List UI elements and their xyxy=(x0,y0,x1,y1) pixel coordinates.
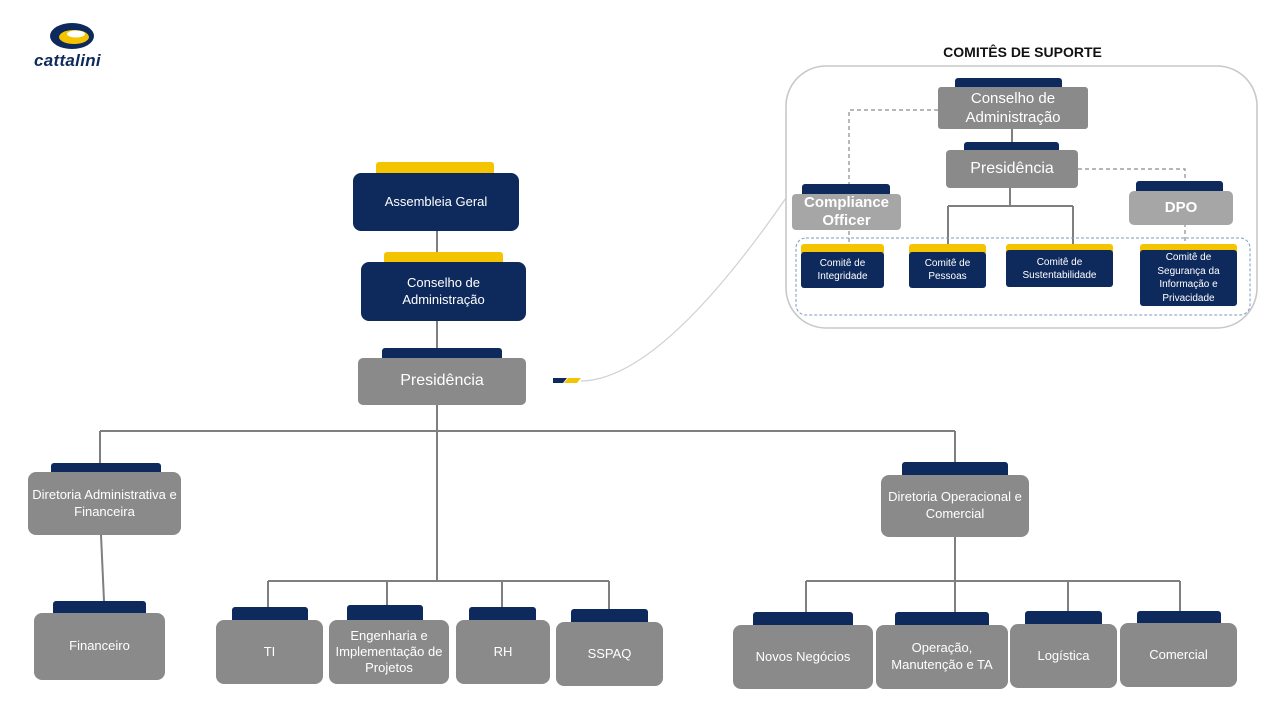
presidencia-box: Presidência xyxy=(358,358,526,405)
conselho-box: Conselho de Administração xyxy=(361,262,526,321)
sc-compliance-box: Compliance Officer xyxy=(792,194,901,230)
tab-marker xyxy=(347,605,423,621)
tab-marker xyxy=(469,607,536,621)
tab-marker xyxy=(382,348,502,359)
sc-committee-integridade: Comitê de Integridade xyxy=(801,252,884,288)
tab-marker xyxy=(1136,181,1223,191)
tab-marker xyxy=(51,463,161,473)
tab-marker xyxy=(1025,611,1102,625)
support-committees-title: COMITÊS DE SUPORTE xyxy=(943,44,1102,60)
tab-marker xyxy=(964,142,1059,151)
tab-marker xyxy=(1006,244,1113,253)
sc-committee-pessoas: Comitê de Pessoas xyxy=(909,252,986,288)
sspaq-box: SSPAQ xyxy=(556,622,663,686)
tab-marker xyxy=(384,252,503,263)
operacao-box: Operação, Manutenção e TA xyxy=(876,625,1008,689)
tab-marker xyxy=(895,612,989,626)
tab-marker xyxy=(232,607,308,620)
tab-marker xyxy=(1140,244,1237,253)
tab-marker xyxy=(376,162,494,174)
sc-committee-seguranca: Comitê de Segurança da Informação e Priv… xyxy=(1140,250,1237,306)
sc-dpo-box: DPO xyxy=(1129,191,1233,225)
assembleia-box: Assembleia Geral xyxy=(353,173,519,231)
tab-marker xyxy=(801,244,884,253)
sc-conselho-box: Conselho de Administração xyxy=(938,87,1088,129)
comercial-box: Comercial xyxy=(1120,623,1237,687)
sc-presidencia-box: Presidência xyxy=(946,150,1078,188)
tab-marker xyxy=(53,601,146,614)
dir-admin-box: Diretoria Administrativa e Financeira xyxy=(28,472,181,535)
tab-marker xyxy=(802,184,890,194)
brand-logo-text: cattalini xyxy=(34,51,101,70)
rh-box: RH xyxy=(456,620,550,684)
engenharia-box: Engenharia e Implementação de Projetos xyxy=(329,620,449,684)
dir-oper-box: Diretoria Operacional e Comercial xyxy=(881,475,1029,537)
tab-marker xyxy=(753,612,853,626)
tab-marker xyxy=(1137,611,1221,625)
tab-marker xyxy=(955,78,1062,88)
logo-icon xyxy=(50,23,94,49)
financeiro-box: Financeiro xyxy=(34,613,165,680)
ti-box: TI xyxy=(216,620,323,684)
logistica-box: Logística xyxy=(1010,624,1117,688)
tab-marker xyxy=(902,462,1008,475)
tab-marker xyxy=(571,609,648,623)
novos-negocios-box: Novos Negócios xyxy=(733,625,873,689)
tab-marker xyxy=(909,244,986,253)
sc-committee-sustentabilidade: Comitê de Sustentabilidade xyxy=(1006,250,1113,287)
